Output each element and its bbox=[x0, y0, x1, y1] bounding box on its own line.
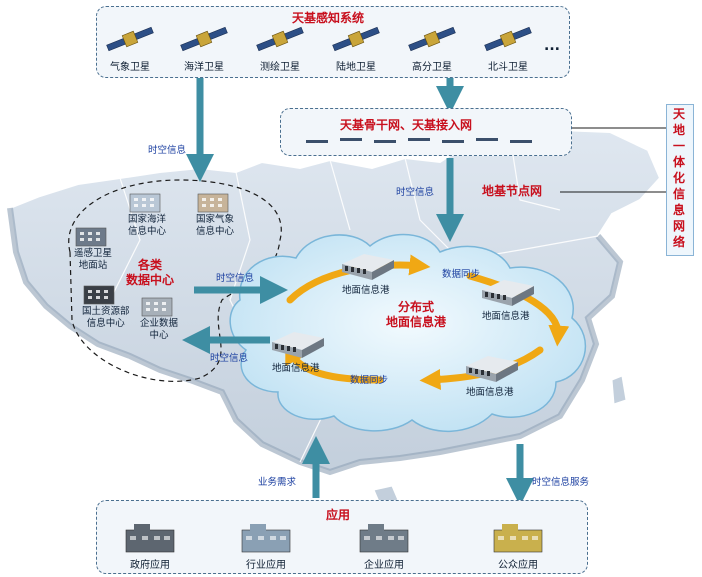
info-port-icon bbox=[478, 274, 538, 308]
satellite-icon bbox=[482, 26, 534, 52]
info-port-icon bbox=[462, 350, 522, 384]
data-center-icon bbox=[126, 186, 166, 218]
satellite-label: 海洋卫星 bbox=[184, 62, 224, 73]
applications-title: 应用 bbox=[326, 508, 351, 522]
data-center-icon bbox=[72, 220, 112, 252]
flow-label-service: 时空信息服务 bbox=[532, 477, 590, 488]
data-center-icon bbox=[138, 290, 178, 322]
side-label-char: 一 bbox=[672, 139, 685, 153]
side-label-char: 网 bbox=[672, 219, 685, 233]
ellipsis-label: ... bbox=[544, 38, 560, 54]
info-port-label: 地面信息港 bbox=[342, 285, 390, 296]
satellite-label: 高分卫星 bbox=[412, 62, 452, 73]
info-port-icon bbox=[268, 326, 328, 360]
flow-label-space-time-4: 时空信息 bbox=[210, 353, 249, 364]
backbone-satellites bbox=[306, 138, 532, 143]
backbone-box bbox=[280, 108, 572, 156]
data-center-label: 国土资源部信息中心 bbox=[82, 306, 130, 329]
side-label-char: 体 bbox=[672, 155, 685, 169]
satellite-icon bbox=[330, 26, 382, 52]
info-port-label: 地面信息港 bbox=[272, 363, 320, 374]
satellite-icon bbox=[406, 26, 458, 52]
data-centers-title: 各类 数据中心 bbox=[126, 258, 175, 287]
satellite-label: 测绘卫星 bbox=[260, 62, 300, 73]
backbone-title: 天基骨干网、天基接入网 bbox=[340, 118, 473, 132]
application-label: 行业应用 bbox=[246, 560, 286, 571]
sensing-system-title: 天基感知系统 bbox=[292, 11, 365, 25]
satellite-icon bbox=[104, 26, 156, 52]
integrated-network-box bbox=[666, 104, 694, 256]
side-label-char: 天 bbox=[672, 107, 685, 121]
flow-label-business-demand: 业务需求 bbox=[258, 477, 297, 488]
application-icon bbox=[354, 520, 414, 554]
satellite-icon bbox=[254, 26, 306, 52]
satellite-label: 陆地卫星 bbox=[336, 62, 376, 73]
flow-label-space-time-3: 时空信息 bbox=[216, 273, 255, 284]
data-center-label: 企业数据中心 bbox=[140, 318, 179, 341]
hub-title: 分布式 地面信息港 bbox=[386, 300, 447, 329]
side-label-char: 信 bbox=[672, 187, 685, 201]
sync-arrow-right bbox=[466, 272, 570, 347]
sensing-system-box bbox=[96, 6, 570, 78]
flow-label-space-time-1: 时空信息 bbox=[148, 145, 187, 156]
side-label-char: 息 bbox=[672, 203, 685, 217]
application-icon bbox=[236, 520, 296, 554]
satellite-icon bbox=[178, 26, 230, 52]
data-center-label: 国家气象信息中心 bbox=[196, 214, 235, 237]
ground-node-label: 地基节点网 bbox=[482, 184, 543, 198]
data-center-icon bbox=[80, 278, 120, 310]
application-icon bbox=[488, 520, 548, 554]
application-label: 政府应用 bbox=[130, 560, 170, 571]
info-port-label: 地面信息港 bbox=[466, 387, 514, 398]
side-label-char: 络 bbox=[672, 235, 685, 249]
side-label-char: 地 bbox=[672, 123, 685, 137]
side-label-char: 化 bbox=[672, 171, 685, 185]
application-icon bbox=[120, 520, 180, 554]
flow-label-space-time-2: 时空信息 bbox=[396, 187, 435, 198]
info-port-label: 地面信息港 bbox=[482, 311, 530, 322]
application-label: 企业应用 bbox=[364, 560, 404, 571]
application-label: 公众应用 bbox=[498, 560, 538, 571]
info-port-icon bbox=[338, 248, 398, 282]
data-center-label: 遥感卫星地面站 bbox=[74, 248, 113, 271]
data-center-icon bbox=[194, 186, 234, 218]
sync-label-bottom: 数据同步 bbox=[350, 375, 389, 386]
satellite-label: 气象卫星 bbox=[110, 62, 150, 73]
satellite-label: 北斗卫星 bbox=[488, 62, 528, 73]
sync-arrow-left bbox=[285, 342, 384, 384]
data-center-label: 国家海洋信息中心 bbox=[128, 214, 167, 237]
sync-label-top: 数据同步 bbox=[442, 269, 481, 280]
